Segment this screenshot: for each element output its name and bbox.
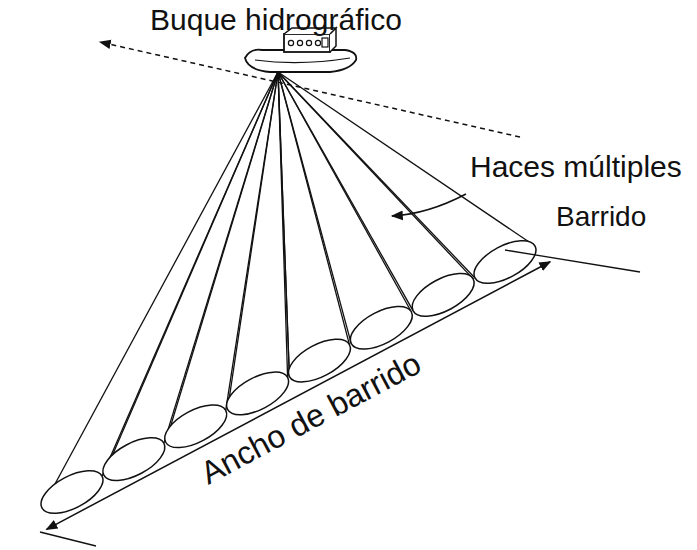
beam-footprint xyxy=(467,232,542,292)
beam-edge xyxy=(278,72,289,377)
ship-track xyxy=(100,42,520,137)
beam-edge xyxy=(278,72,289,377)
swath-tick xyxy=(505,250,640,272)
beam-edge xyxy=(278,72,351,344)
swath-label: Barrido xyxy=(556,202,646,233)
swath-width-line xyxy=(47,262,551,530)
beams-label: Haces múltiples xyxy=(470,150,682,183)
beam-leader xyxy=(392,194,466,216)
beam-edge xyxy=(278,72,475,278)
swath-tick xyxy=(40,532,96,546)
beam-edge xyxy=(226,72,278,410)
beam-footprint xyxy=(406,265,481,325)
beam-edge xyxy=(228,72,278,409)
sonar-beams xyxy=(34,72,550,529)
beam-footprint xyxy=(34,462,109,522)
beam-edge xyxy=(104,72,278,475)
ship-label: Buque hidrográfico xyxy=(150,3,402,36)
beam-edge xyxy=(102,72,278,476)
beam-footprint xyxy=(96,429,171,489)
